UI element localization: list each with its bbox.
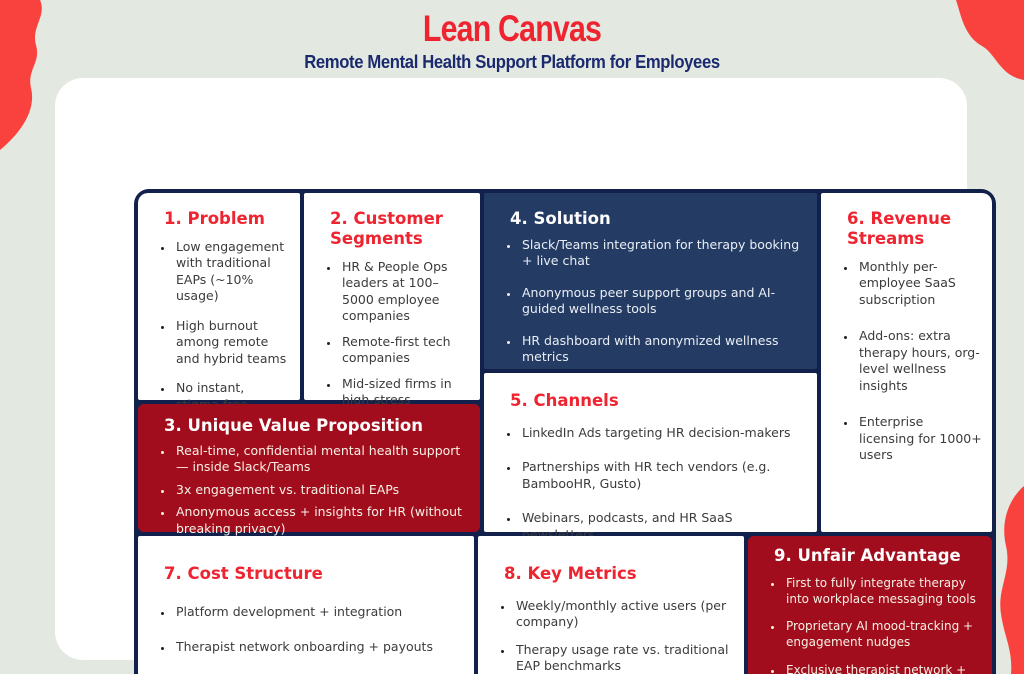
box-revenue-streams-list: Monthly per-employee SaaS subscription A… [857,259,982,464]
box-unique-value-proposition: 3. Unique Value Proposition Real-time, c… [138,404,480,536]
box-solution: 4. Solution Slack/Teams integration for … [484,193,817,369]
box-unique-value-proposition-title: 3. Unique Value Proposition [164,416,423,435]
canvas-grid: 1. Problem Low engagement with tradition… [134,189,996,674]
header: Lean Canvas Remote Mental Health Support… [0,8,1024,73]
bullet-item: Anonymous access + insights for HR (with… [174,504,470,537]
box-revenue-streams: 6. Revenue Streams Monthly per-employee … [821,193,992,532]
bullet-item: Proprietary AI mood-tracking + engagemen… [784,619,982,651]
box-channels-title: 5. Channels [510,391,619,410]
box-revenue-streams-title: 6. Revenue Streams [847,209,952,248]
box-channels: 5. Channels LinkedIn Ads targeting HR de… [484,373,817,542]
box-customer-segments-title: 2. Customer Segments [330,209,443,248]
box-cost-structure-title: 7. Cost Structure [164,564,323,583]
bullet-item: Exclusive therapist network + org wellne… [784,663,982,674]
bullet-item: Weekly/monthly active users (per company… [514,598,734,631]
bullet-item: Enterprise licensing for 1000+ users [857,414,982,464]
bullet-item: 3x engagement vs. traditional EAPs [174,482,470,499]
page-subtitle: Remote Mental Health Support Platform fo… [304,51,720,72]
box-key-metrics: 8. Key Metrics Weekly/monthly active use… [478,536,744,674]
box-solution-list: Slack/Teams integration for therapy book… [520,237,807,366]
bullet-item: Monthly per-employee SaaS subscription [857,259,982,309]
bullet-item: Therapy usage rate vs. traditional EAP b… [514,642,734,674]
bullet-item: Platform development + integration [174,604,464,621]
box-key-metrics-title: 8. Key Metrics [504,564,637,583]
bullet-item: HR & People Ops leaders at 100–5000 empl… [340,259,470,325]
page-title: Lean Canvas [422,8,602,49]
box-solution-title: 4. Solution [510,209,611,228]
box-problem-title: 1. Problem [164,209,265,228]
bullet-item: Real-time, confidential mental health su… [174,443,470,476]
canvas-card: 1. Problem Low engagement with tradition… [55,78,996,674]
box-unfair-advantage-list: First to fully integrate therapy into wo… [784,576,982,674]
bullet-item: Low engagement with traditional EAPs (~1… [174,239,290,305]
bullet-item: Therapist network onboarding + payouts [174,639,464,656]
decorative-blob-bottom-right [1000,486,1024,674]
box-problem: 1. Problem Low engagement with tradition… [138,193,300,445]
box-unique-value-proposition-list: Real-time, confidential mental health su… [174,443,470,538]
box-unfair-advantage: 9. Unfair Advantage First to fully integ… [748,536,992,674]
box-cost-structure: 7. Cost Structure Platform development +… [138,536,474,674]
box-unfair-advantage-title: 9. Unfair Advantage [774,546,961,565]
bullet-item: First to fully integrate therapy into wo… [784,576,982,608]
box-cost-structure-list: Platform development + integration Thera… [174,604,464,674]
box-key-metrics-list: Weekly/monthly active users (per company… [514,598,734,674]
bullet-item: Remote-first tech companies [340,334,470,367]
bullet-item: LinkedIn Ads targeting HR decision-maker… [520,425,807,442]
box-customer-segments: 2. Customer Segments HR & People Ops lea… [304,193,480,440]
box-channels-list: LinkedIn Ads targeting HR decision-maker… [520,425,807,544]
box-customer-segments-list: HR & People Ops leaders at 100–5000 empl… [340,259,470,442]
bullet-item: HR dashboard with anonymized wellness me… [520,333,807,366]
bullet-item: High burnout among remote and hybrid tea… [174,318,290,368]
bullet-item: Partnerships with HR tech vendors (e.g. … [520,459,807,492]
bullet-item: Add-ons: extra therapy hours, org-level … [857,328,982,394]
bullet-item: Anonymous peer support groups and AI-gui… [520,285,807,318]
bullet-item: Slack/Teams integration for therapy book… [520,237,807,270]
